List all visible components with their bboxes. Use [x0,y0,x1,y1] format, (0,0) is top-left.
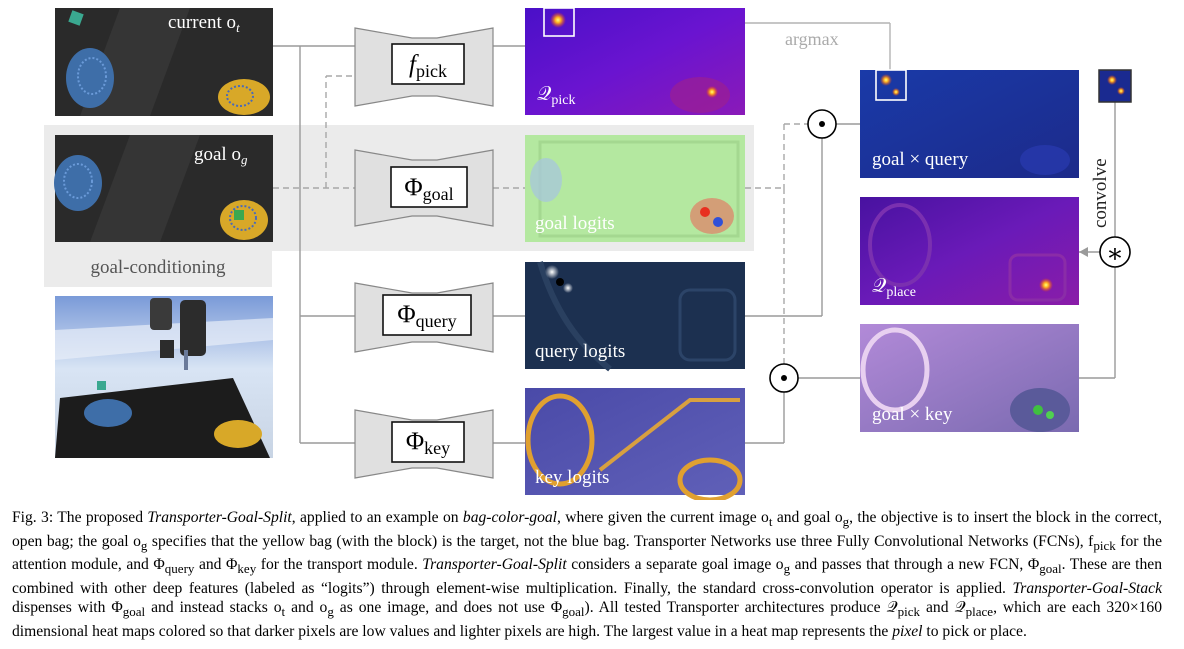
goal-x-key-map [860,324,1079,432]
query-logits-label: query logits [535,341,625,362]
query-logits-map [525,261,745,372]
simulation-image [55,296,273,458]
multiply-op-top [807,109,837,139]
svg-text:Φquery: Φquery [397,301,456,331]
goal-x-query-label: goal × query [872,149,969,170]
phi-goal-network: Φgoal [354,149,494,227]
goal-x-query-map [860,69,1079,178]
goal-label: goal og [194,144,248,167]
q-pick-label: 𝒬pick [537,83,575,108]
goal-conditioning-label-band [44,251,272,287]
q-place-map [860,197,1079,305]
key-logits-label: key logits [535,467,609,488]
goal-logits-map [525,135,745,242]
arrowheads [1079,247,1088,257]
goal-x-key-label: goal × key [872,404,953,425]
crop-map [1098,69,1132,103]
dashed-connectors [273,75,808,365]
svg-text:∗: ∗ [1106,239,1124,268]
svg-text:Φgoal: Φgoal [404,174,453,204]
solid-connectors [273,45,1116,444]
phi-key-network: Φkey [354,409,494,479]
svg-text:fpick: fpick [409,51,447,81]
phi-query-network: Φquery [354,282,494,353]
argmax-label: argmax [785,29,839,49]
q-pick-map [525,7,745,115]
goal-image [54,135,273,242]
figure-caption: Fig. 3: The proposed Transporter-Goal-Sp… [12,509,1163,640]
current-image [55,8,273,116]
convolve-label: convolve [1090,158,1111,228]
current-label: current ot [168,12,240,35]
svg-text:Φkey: Φkey [406,428,450,458]
f-pick-network: fpick [354,27,494,107]
goal-logits-label: goal logits [535,213,615,234]
q-place-label: 𝒬place [872,275,916,300]
key-logits-map [525,388,745,500]
goal-conditioning-label: goal-conditioning [90,257,226,278]
multiply-op-bottom [769,363,799,393]
architecture-figure: goal-conditioning current ot goal og [44,7,1132,500]
convolve-op: ∗ [1099,236,1131,268]
